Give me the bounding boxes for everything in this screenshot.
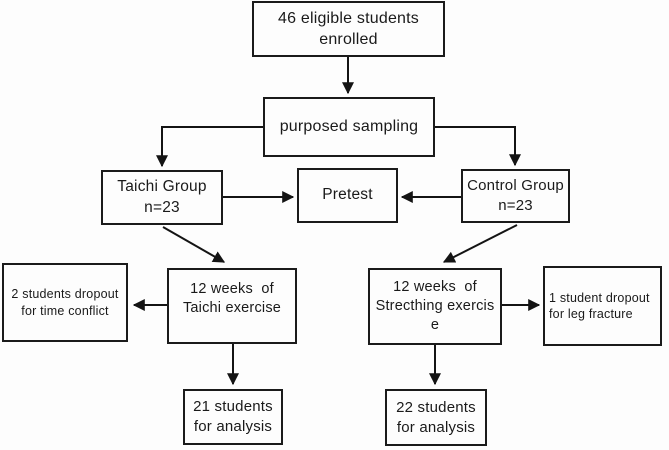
node-control-dropout: 1 student dropout for leg fracture — [543, 266, 662, 346]
node-taichi-group: Taichi Group n=23 — [101, 170, 223, 225]
node-taichi-analysis: 21 students for analysis — [183, 389, 283, 445]
node-control-analysis: 22 students for analysis — [385, 389, 487, 446]
node-taichi-exercise: 12 weeks of Taichi exercise — [167, 268, 297, 344]
node-control-group: Control Group n=23 — [461, 169, 570, 223]
arrow-sampling-to-taichi-group — [156, 126, 263, 168]
arrow-sampling-to-control-group — [435, 126, 521, 167]
arrow-control-group-to-exercise — [442, 224, 518, 263]
node-pretest: Pretest — [297, 168, 398, 223]
arrow-taichi-group-to-exercise — [162, 226, 226, 263]
node-purposed-sampling: purposed sampling — [263, 97, 435, 157]
node-enrolled: 46 eligible students enrolled — [252, 1, 445, 57]
node-stretching-exercise: 12 weeks of Strecthing exercis e — [368, 268, 502, 345]
node-taichi-dropout: 2 students dropout for time conflict — [2, 263, 128, 342]
